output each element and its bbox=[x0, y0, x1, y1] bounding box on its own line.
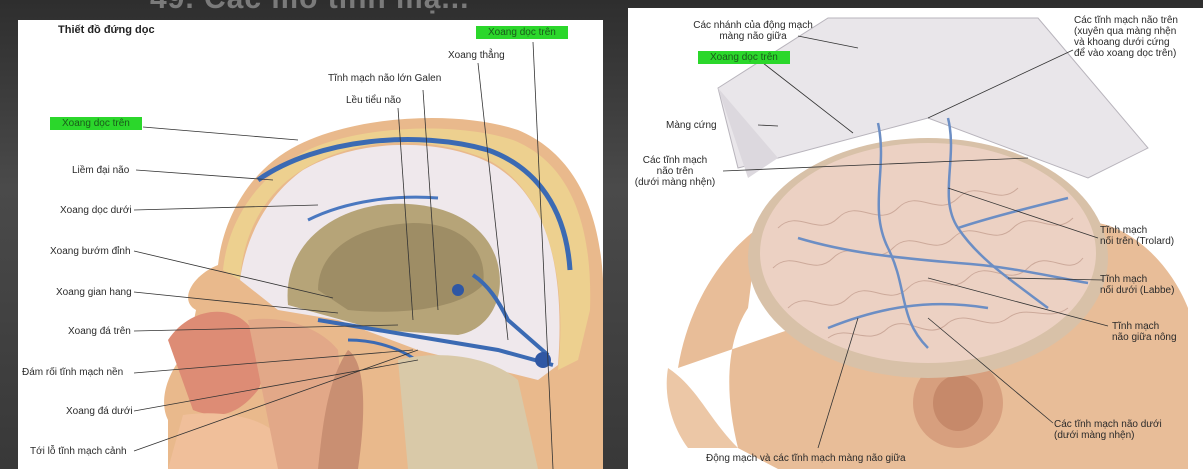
label-xoang-thang: Xoang thẳng bbox=[448, 50, 505, 61]
label-dam-roi-tinh-mach-nen: Đám rối tĩnh mạch nền bbox=[22, 367, 124, 378]
label-xoang-doc-tren-left: Xoang dọc trên bbox=[50, 117, 142, 130]
slide-title: 49. Các mô tĩnh mạ... bbox=[150, 0, 469, 16]
label-labbe: Tĩnh mạch nối dưới (Labbe) bbox=[1100, 274, 1175, 296]
label-nao-giua-nong: Tĩnh mạch não giữa nông bbox=[1112, 321, 1177, 343]
label-toi-lo-tinh-mach-canh: Tới lỗ tĩnh mạch cảnh bbox=[30, 446, 127, 457]
superficial-veins-panel: Các nhánh của động mạch màng não giữa Xo… bbox=[628, 8, 1203, 469]
label-liem-dai-nao: Liềm đại não bbox=[72, 165, 130, 176]
sagittal-section-panel: Thiết đồ đứng dọc Xoang dọc trên Xoang t… bbox=[18, 20, 603, 469]
label-dong-mach-tinh-mach-mang-nao-giua: Động mạch và các tĩnh mạch màng não giữa bbox=[706, 453, 906, 464]
label-xoang-doc-tren-top: Xoang dọc trên bbox=[476, 26, 568, 39]
label-mang-cung: Màng cứng bbox=[666, 120, 717, 131]
label-xoang-da-duoi: Xoang đá dưới bbox=[66, 406, 133, 417]
cerebral-veins-illustration bbox=[666, 17, 1188, 469]
label-xoang-da-tren: Xoang đá trên bbox=[68, 326, 131, 337]
label-trolard: Tĩnh mạch nối trên (Trolard) bbox=[1100, 225, 1175, 247]
label-tinh-mach-nao-tren-right: Các tĩnh mạch não trên (xuyên qua màng n… bbox=[1074, 15, 1178, 59]
label-cac-nhanh-dong-mach: Các nhánh của động mạch màng não giữa bbox=[693, 20, 813, 42]
panel-heading: Thiết đồ đứng dọc bbox=[58, 24, 155, 36]
label-xoang-buom-dinh: Xoang bướm đỉnh bbox=[50, 246, 131, 257]
sagittal-section-illustration bbox=[133, 41, 603, 469]
label-tinh-mach-nao-tren: Các tĩnh mạch não trên (dưới màng nhện) bbox=[634, 155, 716, 188]
label-tinh-mach-nao-duoi: Các tĩnh mạch não dưới (dưới màng nhện) bbox=[1054, 419, 1162, 441]
label-xoang-doc-duoi: Xoang dọc dưới bbox=[60, 205, 132, 216]
label-leu-tieu-nao: Lều tiểu não bbox=[346, 95, 402, 106]
label-tinh-mach-galen: Tĩnh mạch não lớn Galen bbox=[328, 73, 442, 84]
label-xoang-doc-tren: Xoang dọc trên bbox=[698, 51, 790, 64]
label-xoang-gian-hang: Xoang gian hang bbox=[56, 287, 132, 298]
